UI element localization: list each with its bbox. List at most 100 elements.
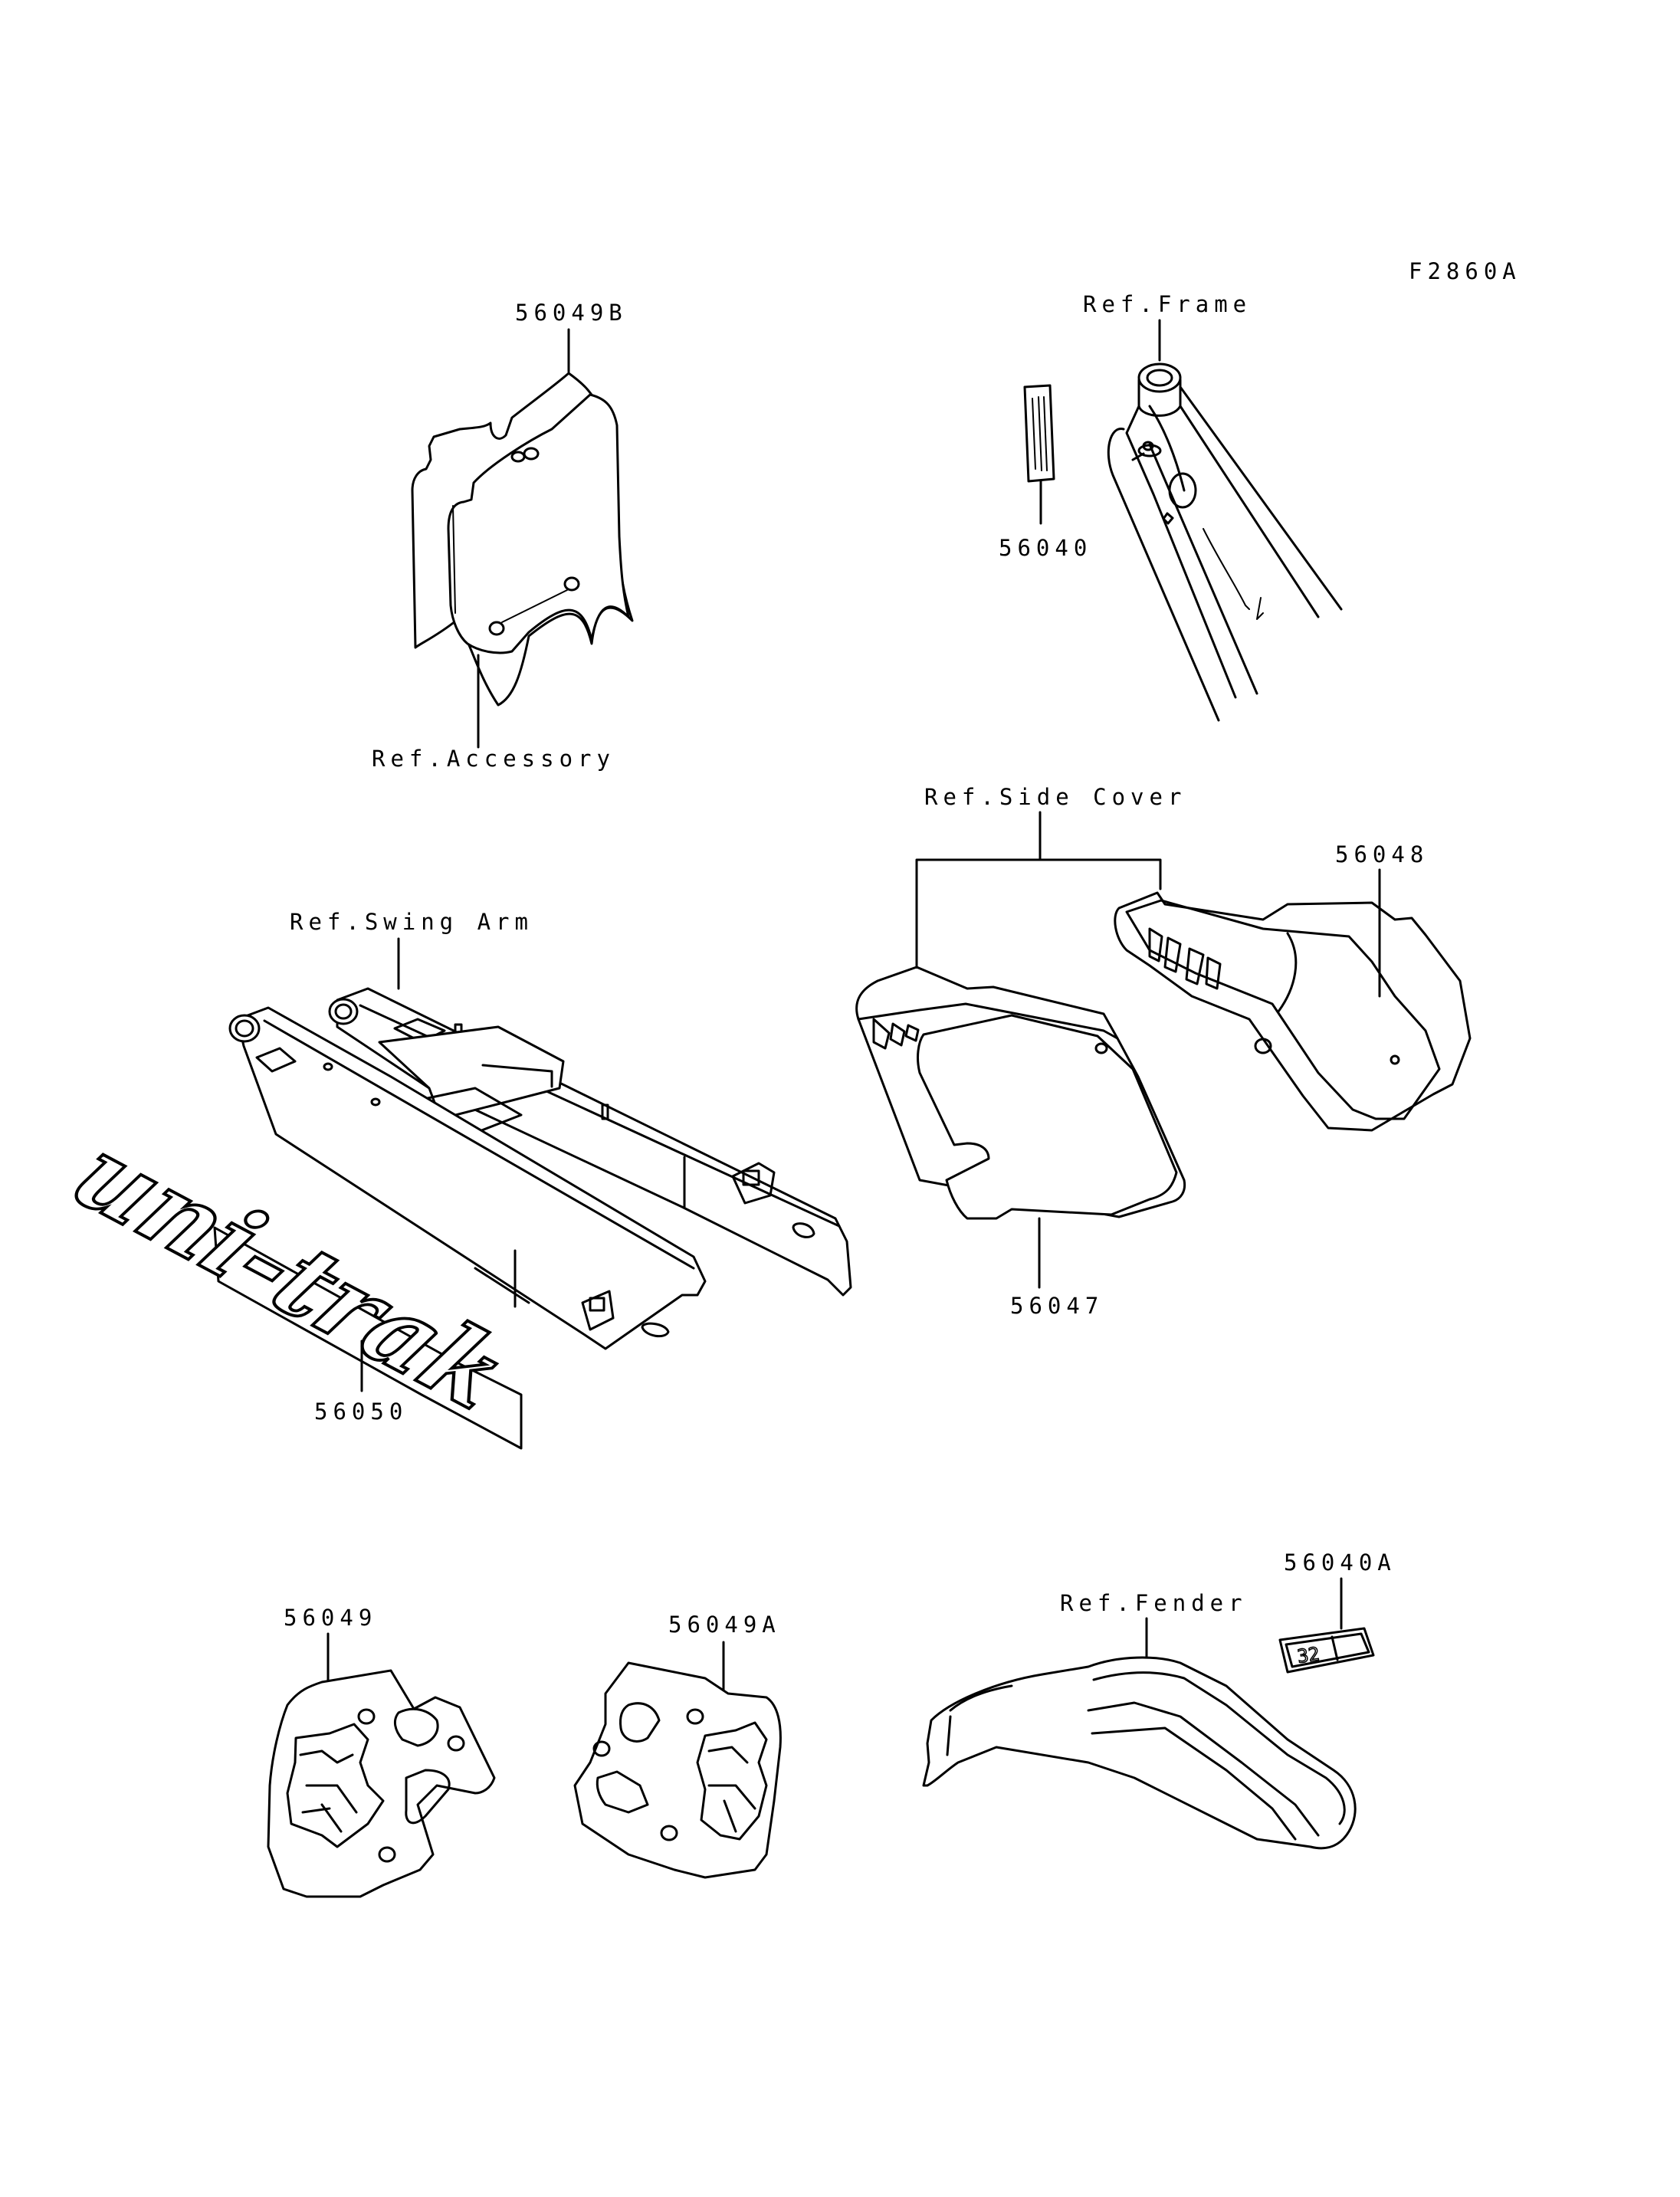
- label-ref-accessory: Ref.Accessory: [372, 746, 615, 772]
- right-beam-tab-2: [601, 1103, 609, 1120]
- gusset: [1148, 405, 1186, 492]
- label-ref-side-cover: Ref.Side Cover: [924, 784, 1186, 810]
- label-56049b: 56049B: [515, 300, 628, 326]
- axle-slot-left: [641, 1322, 670, 1338]
- shroud-right-cutout-1: [619, 1702, 661, 1743]
- decal-56040a-divider: [1331, 1635, 1339, 1661]
- label-ref-fender: Ref.Fender: [1060, 1590, 1248, 1616]
- swing-arm-cross-member: [378, 1025, 565, 1120]
- down-tube-right: [1148, 443, 1258, 695]
- side-cover-right-rib: [1277, 932, 1298, 1013]
- left-adjuster-window: [589, 1297, 605, 1312]
- shroud-left-kx-lines: [299, 1749, 358, 1833]
- label-56047: 56047: [1010, 1293, 1104, 1319]
- left-beam-hole: [323, 1062, 333, 1071]
- decal-56040a-text: 32: [1296, 1643, 1321, 1667]
- part-56049-shroud-left[interactable]: 56049: [267, 1605, 496, 1898]
- shroud-right-cutout-2: [596, 1770, 649, 1814]
- label-56040: 56040: [999, 535, 1092, 561]
- shroud-left-hole-3: [378, 1846, 396, 1863]
- fender-rib-1: [1092, 1671, 1346, 1825]
- chain-adjuster-block: [731, 1162, 776, 1205]
- decal-56040a-border: [1285, 1632, 1370, 1668]
- shroud-right-hole-1: [686, 1708, 704, 1725]
- louver-2: [889, 1022, 906, 1047]
- hole-left: [488, 621, 505, 636]
- head-tube-top: [1137, 362, 1182, 393]
- ref-fender-assembly[interactable]: Ref.Fender 56040A 32: [922, 1549, 1396, 1850]
- shroud-right-hole-2: [592, 1740, 611, 1757]
- fender-inner-wall: [946, 1715, 952, 1756]
- side-cover-right-bolt-2: [1390, 1054, 1400, 1065]
- figure-code: F2860A: [1409, 258, 1521, 284]
- shroud-left-hole-1: [357, 1708, 376, 1725]
- label-56050: 56050: [314, 1399, 408, 1425]
- plate-strap: [501, 589, 568, 623]
- side-cover-right-bolt: [1254, 1038, 1272, 1054]
- label-56049: 56049: [284, 1605, 377, 1631]
- cross-member-gusset: [481, 1064, 553, 1088]
- pivot-right-bore: [334, 1003, 353, 1020]
- label-56040a: 56040A: [1284, 1549, 1396, 1576]
- louver-1: [872, 1018, 891, 1050]
- leader-ref-side-cover: [915, 811, 1162, 971]
- plate-edge: [452, 505, 456, 614]
- left-adjuster: [581, 1290, 615, 1331]
- fender-rib-3: [1091, 1726, 1297, 1841]
- down-tube-front: [1107, 428, 1220, 722]
- pivot-left: [228, 1014, 261, 1043]
- shroud-left-cutout-2: [405, 1769, 451, 1825]
- decal-56040-stripe-3: [1043, 396, 1048, 471]
- frame-boss: [1137, 444, 1162, 457]
- left-beam-top-edge: [263, 1019, 695, 1270]
- left-beam-fold: [474, 1267, 530, 1304]
- frame-cable: [1203, 528, 1250, 610]
- down-tube-back: [1125, 405, 1237, 699]
- gusset-hole: [1168, 472, 1197, 509]
- decal-56040-stripe-2: [1038, 396, 1042, 471]
- ref-frame-assembly[interactable]: Ref.Frame 56040: [999, 291, 1343, 722]
- decal-56040-stripe-1: [1032, 398, 1036, 470]
- head-tube-bore: [1146, 369, 1173, 387]
- left-beam-hole-2: [370, 1097, 381, 1107]
- louver-r1: [1148, 927, 1163, 962]
- shroud-right-kx-emblem: [696, 1721, 768, 1841]
- side-cover-right-inner: [1125, 899, 1441, 1120]
- side-cover-left-bolt: [1094, 1042, 1108, 1054]
- label-56049a: 56049A: [668, 1612, 781, 1638]
- ref-side-cover-assembly[interactable]: Ref.Side Cover 56047 56048: [855, 784, 1472, 1319]
- pivot-right: [328, 998, 359, 1025]
- decal-56040a: [1278, 1627, 1375, 1674]
- louver-r4: [1205, 956, 1222, 990]
- frame-bracket: [1131, 452, 1145, 461]
- top-tube-lower: [1179, 405, 1320, 618]
- hole-top-left: [510, 451, 526, 463]
- swing-arm-left-beam: [236, 1006, 707, 1350]
- axle-slot-right: [792, 1222, 815, 1238]
- fender-inner-edge: [949, 1684, 1013, 1712]
- hole-right: [563, 576, 580, 592]
- part-56049a-shroud-right[interactable]: 56049A: [573, 1612, 782, 1879]
- louver-3: [904, 1024, 920, 1042]
- frame-clip: [1256, 597, 1264, 620]
- ref-swing-arm-assembly[interactable]: Ref.Swing Arm uni-trak 5605: [49, 909, 852, 1450]
- decal-56047: [917, 1014, 1178, 1220]
- left-beam-slot: [255, 1047, 297, 1073]
- shroud-left-cutout-1: [393, 1707, 439, 1747]
- louver-r3: [1185, 947, 1205, 985]
- shroud-right-hole-3: [660, 1825, 678, 1841]
- decal-56050: [213, 1226, 523, 1450]
- cross-member-lower: [401, 1087, 523, 1143]
- shroud-left-hole-2: [447, 1735, 465, 1752]
- label-ref-swing-arm: Ref.Swing Arm: [290, 909, 533, 935]
- shroud-right-kx-lines: [707, 1746, 756, 1833]
- number-plate-decal: [447, 393, 630, 654]
- louver-r2: [1163, 936, 1182, 973]
- part-56049b-number-plate[interactable]: 56049B Ref.Accessory: [372, 300, 634, 772]
- top-tube-upper: [1179, 385, 1343, 611]
- side-cover-right: [1114, 891, 1472, 1132]
- fender-body: [922, 1656, 1357, 1850]
- fender-rib-2: [1087, 1701, 1320, 1837]
- frame-tab: [1162, 512, 1174, 525]
